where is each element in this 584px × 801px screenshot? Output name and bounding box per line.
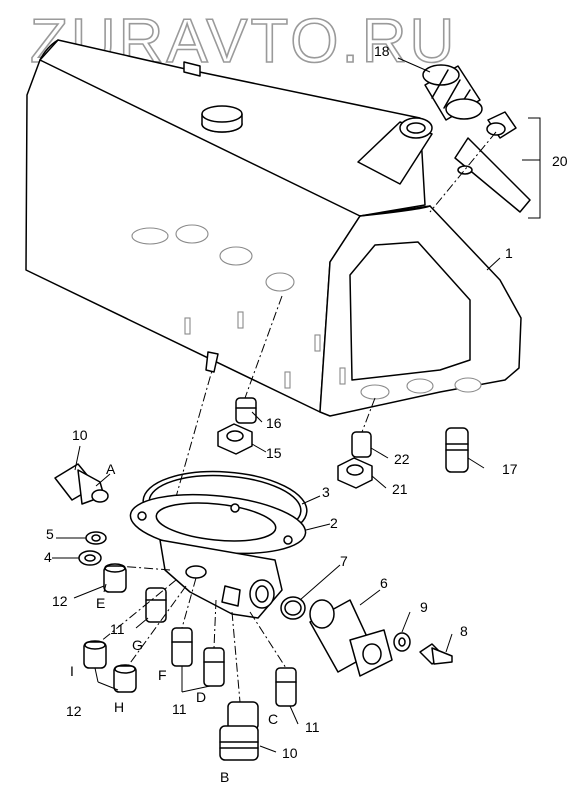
callout-8: 8 [460,623,468,639]
bolt-8 [419,643,453,665]
callout-21: 21 [392,481,408,497]
callout-17: 17 [502,461,518,477]
port-label-c: C [268,711,278,727]
callout-11-g: 11 [110,621,125,637]
callout-3: 3 [322,484,330,500]
callout-16: 16 [266,415,282,431]
callout-12-ih: 12 [66,703,82,719]
nut-15 [217,423,253,455]
o-ring-7 [280,596,306,620]
port-label-f: F [158,667,167,683]
port-label-i: I [70,663,74,679]
washer-4 [78,550,102,566]
adapter-10-port-b [219,701,259,761]
callout-5: 5 [46,526,54,542]
callout-11-fd: 11 [172,701,187,717]
callout-20: 20 [552,153,568,169]
filler-cap [422,64,483,121]
bracket-assembly [429,111,541,219]
callout-15: 15 [266,445,282,461]
fitting-22 [351,431,372,458]
callout-10-top: 10 [72,427,88,443]
fitting-11-port-g [145,587,167,623]
manifold-block [159,539,283,619]
callout-1: 1 [505,245,513,261]
port-letters: A B C D E F G H I [70,461,278,785]
callout-12-e: 12 [52,593,68,609]
fitting-11-port-d [203,647,225,687]
hydraulic-tank [25,39,522,417]
cover-plate-2 [129,493,307,555]
washer-9 [393,632,411,652]
port-label-g: G [132,637,143,653]
callout-4: 4 [44,549,52,565]
callout-11-c: 11 [305,719,320,735]
fitting-11-port-c [275,667,297,707]
plug-12-port-h [113,664,137,693]
port-label-a: A [106,461,116,477]
callout-6: 6 [380,575,388,591]
callout-10-bottom: 10 [282,745,298,761]
plug-12-port-e [103,563,127,593]
callout-22: 22 [394,451,410,467]
callout-numbers: 1 2 3 5 4 6 7 8 9 10 10 11 11 11 12 12 1… [44,43,568,761]
callout-18: 18 [374,43,390,59]
fitting-11-port-f [171,627,193,667]
nut-21 [337,457,373,489]
port-label-e: E [96,595,105,611]
callout-7: 7 [340,553,348,569]
adapter-10-port-a [54,463,109,505]
callout-9: 9 [420,599,428,615]
fitting-16 [235,397,257,424]
port-label-b: B [220,769,229,785]
callout-2: 2 [330,515,338,531]
plug-12-port-i [83,640,107,669]
valve-cartridge-6 [309,599,393,677]
washer-5 [85,531,107,545]
port-label-d: D [196,689,206,705]
leader-lines [52,57,540,753]
fitting-17 [445,427,469,473]
port-label-h: H [114,699,124,715]
